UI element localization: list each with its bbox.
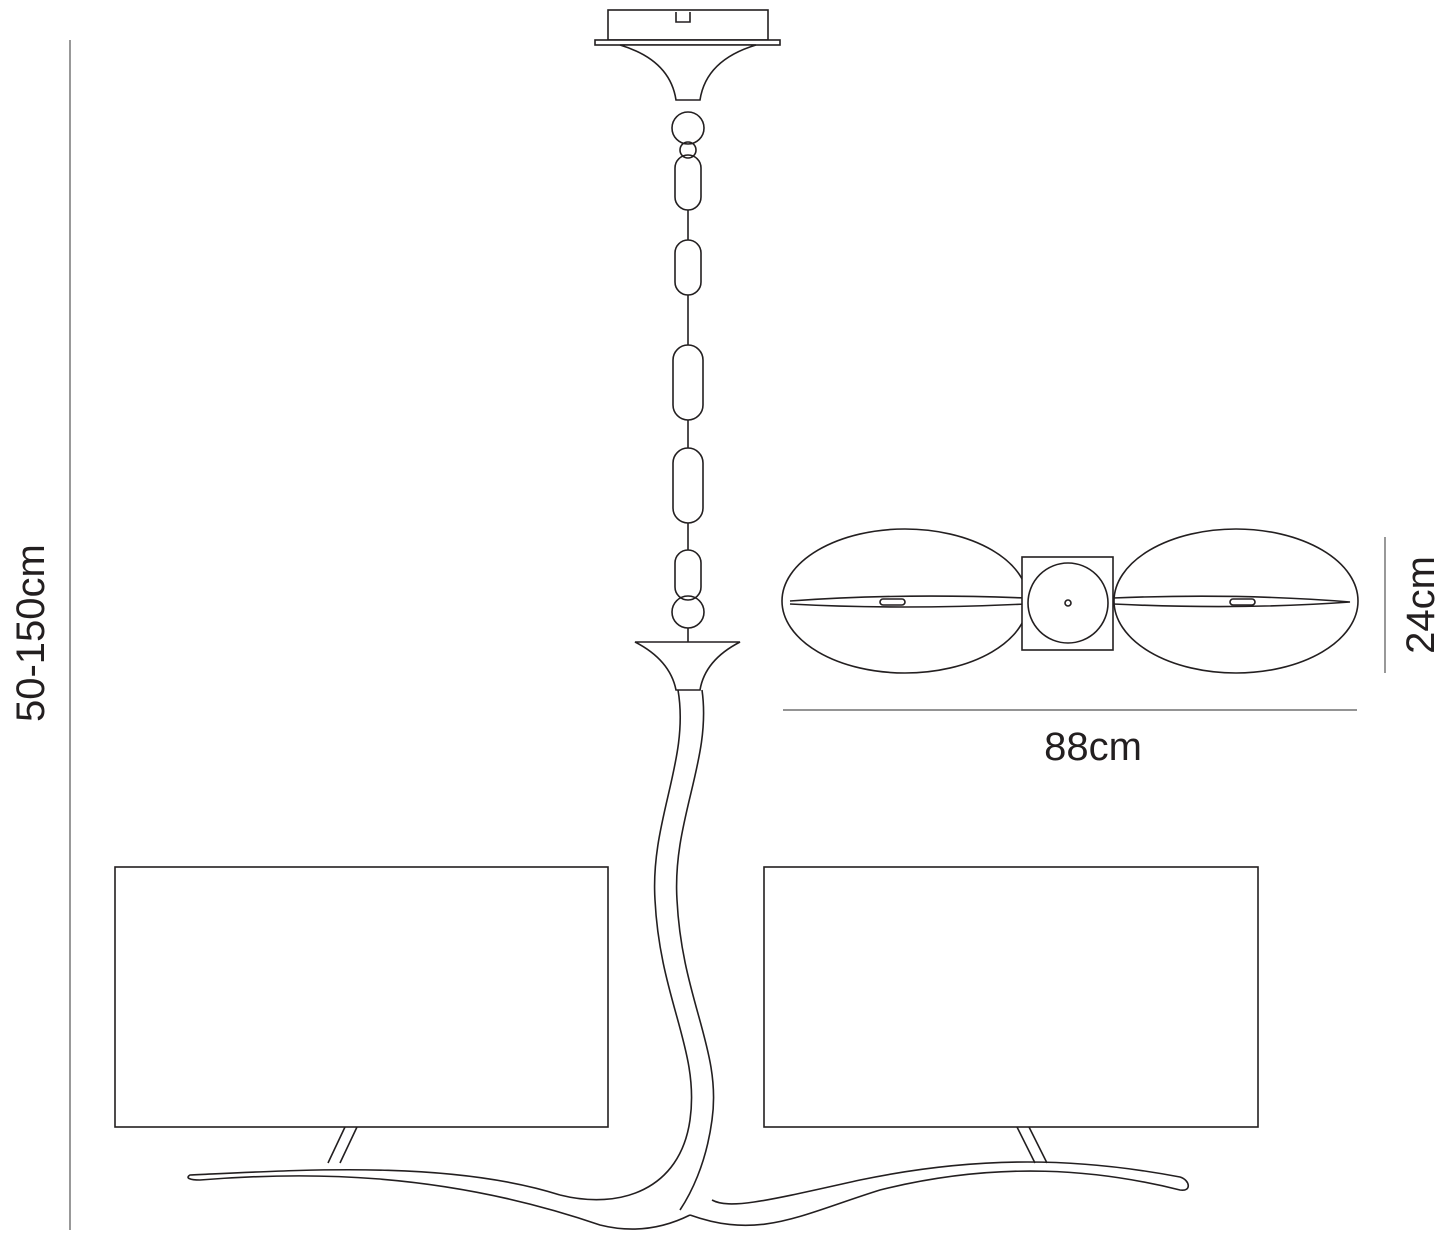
width-dimension-label: 88cm	[1044, 725, 1142, 769]
height-dimension-label: 50-150cm	[9, 544, 53, 722]
lamp-body	[187, 641, 1190, 1230]
chain	[671, 111, 705, 642]
right-shade	[763, 866, 1259, 1128]
depth-dimension-label: 24cm	[1399, 556, 1443, 654]
top-view	[781, 528, 1359, 674]
left-shade	[114, 866, 609, 1128]
ceiling-plate	[594, 9, 781, 101]
